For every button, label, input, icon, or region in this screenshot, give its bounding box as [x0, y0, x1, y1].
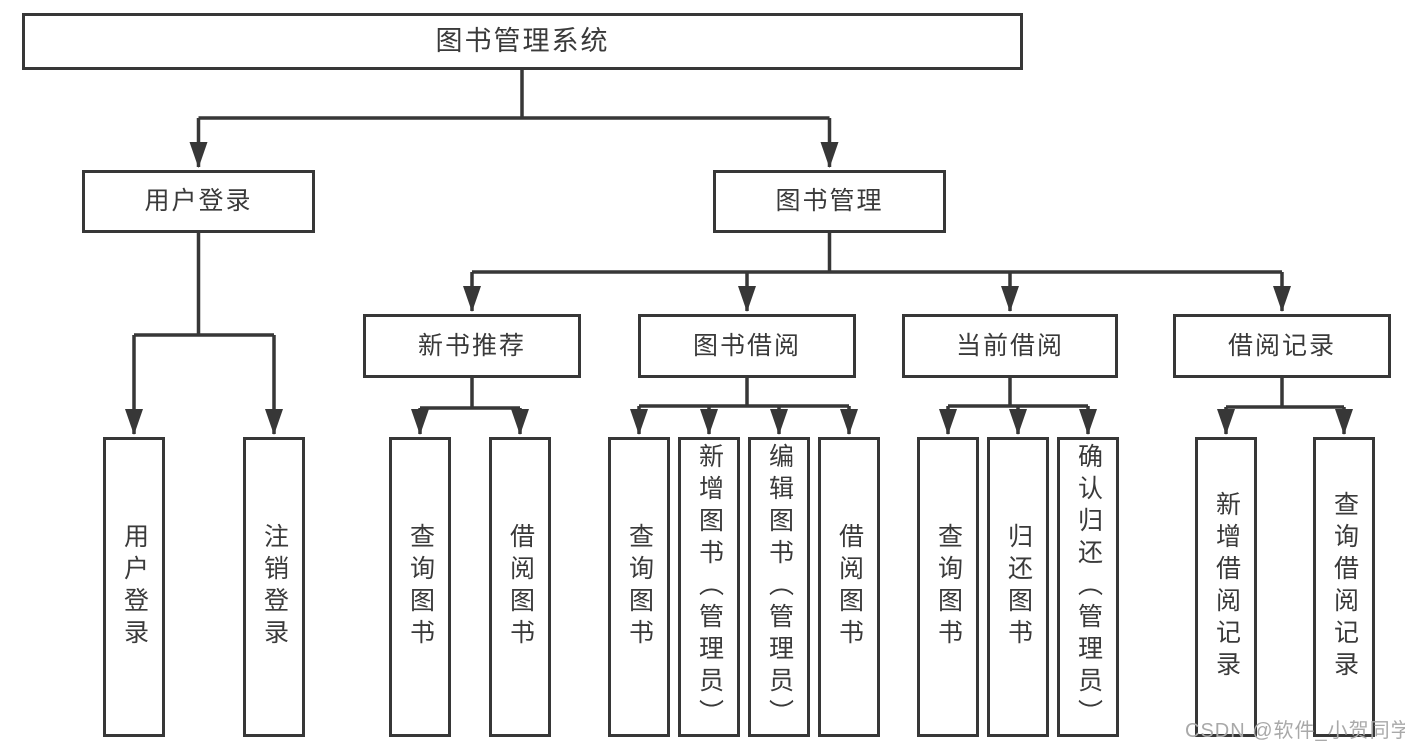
node-user-login-label: 用户登录: [144, 187, 253, 215]
connector-bookmgmt-to-level3: [463, 233, 1291, 312]
connector-userlogin-to-leaves: [125, 233, 283, 435]
leaf-current-confirm-admin-label: 确认归还（管理员）: [1074, 443, 1103, 731]
leaf-borrow-book: 借阅图书: [818, 437, 880, 737]
connector-current-to-leaves: [939, 378, 1097, 435]
leaf-newbooks-borrow: 借阅图书: [489, 437, 551, 737]
leaf-user-login-label: 用户登录: [120, 523, 149, 651]
leaf-records-query-label: 查询借阅记录: [1330, 491, 1359, 683]
leaf-current-confirm-admin: 确认归还（管理员）: [1057, 437, 1119, 737]
connector-borrow-to-leaves: [630, 378, 858, 435]
leaf-logout: 注销登录: [243, 437, 305, 737]
leaf-records-query: 查询借阅记录: [1313, 437, 1375, 737]
leaf-newbooks-query-label: 查询图书: [406, 523, 435, 651]
leaf-newbooks-borrow-label: 借阅图书: [506, 523, 535, 651]
leaf-newbooks-query: 查询图书: [389, 437, 451, 737]
node-borrow-records-label: 借阅记录: [1227, 331, 1336, 360]
connector-records-to-leaves: [1217, 378, 1353, 435]
leaf-user-login: 用户登录: [103, 437, 165, 737]
leaf-logout-label: 注销登录: [260, 523, 289, 651]
node-book-borrowing: 图书借阅: [638, 314, 856, 378]
leaf-borrow-edit-admin-label: 编辑图书（管理员）: [765, 443, 794, 731]
leaf-borrow-add-admin: 新增图书（管理员）: [678, 437, 740, 737]
node-root-label: 图书管理系统: [435, 26, 610, 56]
node-new-book-recommend-label: 新书推荐: [417, 331, 526, 360]
leaf-borrow-query: 查询图书: [608, 437, 670, 737]
node-book-management: 图书管理: [713, 170, 946, 233]
leaf-borrow-query-label: 查询图书: [625, 523, 654, 651]
leaf-current-return: 归还图书: [987, 437, 1049, 737]
node-borrow-records: 借阅记录: [1173, 314, 1391, 378]
node-book-management-label: 图书管理: [775, 187, 884, 215]
node-new-book-recommend: 新书推荐: [363, 314, 581, 378]
leaf-records-add-label: 新增借阅记录: [1212, 491, 1241, 683]
leaf-records-add: 新增借阅记录: [1195, 437, 1257, 737]
node-book-borrowing-label: 图书借阅: [692, 331, 801, 360]
leaf-current-return-label: 归还图书: [1004, 523, 1033, 651]
leaf-borrow-add-admin-label: 新增图书（管理员）: [695, 443, 724, 731]
leaf-current-query: 查询图书: [917, 437, 979, 737]
leaf-current-query-label: 查询图书: [934, 523, 963, 651]
node-current-borrowing-label: 当前借阅: [955, 331, 1064, 360]
connector-newbooks-to-leaves: [411, 378, 529, 435]
connector-root-to-level2: [189, 70, 839, 168]
leaf-borrow-book-label: 借阅图书: [835, 523, 864, 651]
leaf-borrow-edit-admin: 编辑图书（管理员）: [748, 437, 810, 737]
csdn-watermark: CSDN @软件_小贺同学: [1185, 720, 1405, 742]
node-user-login: 用户登录: [82, 170, 315, 233]
node-current-borrowing: 当前借阅: [902, 314, 1118, 378]
node-root-system: 图书管理系统: [22, 13, 1023, 70]
